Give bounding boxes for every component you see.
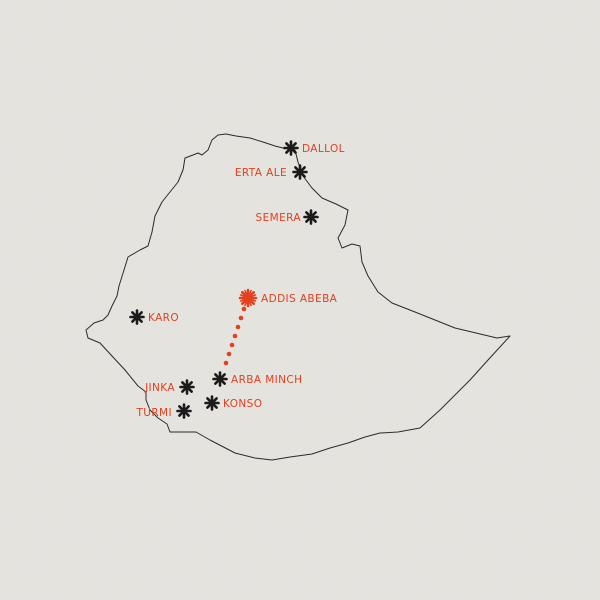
route-dot (238, 315, 244, 321)
city-label-erta-ale: ERTA ALE (235, 167, 287, 179)
asterisk-marker-icon (179, 379, 195, 395)
route-dot (223, 360, 229, 366)
city-konso[interactable]: KONSO (204, 395, 263, 411)
city-label-turmi: TURMI (135, 407, 172, 419)
asterisk-marker-icon (129, 309, 145, 325)
asterisk-marker-icon (212, 371, 228, 387)
city-label-addis-abeba: ADDIS ABEBA (261, 293, 338, 305)
city-semera[interactable]: SEMERA (256, 209, 319, 225)
route-dot (229, 342, 235, 348)
asterisk-marker-icon (303, 209, 319, 225)
asterisk-marker-icon (176, 403, 192, 419)
route-dot (235, 324, 241, 330)
asterisk-marker-icon (292, 164, 308, 180)
asterisk-marker-icon (204, 395, 220, 411)
route-dot (232, 333, 238, 339)
city-label-dallol: DALLOL (302, 143, 345, 155)
route-dot (226, 351, 232, 357)
starburst-marker-icon (238, 288, 258, 308)
city-dallol[interactable]: DALLOL (283, 140, 345, 156)
city-label-jinka: JINKA (144, 382, 175, 394)
city-label-semera: SEMERA (256, 212, 302, 224)
city-addis-abeba[interactable]: ADDIS ABEBA (238, 288, 338, 308)
city-label-karo: KARO (148, 312, 179, 324)
city-turmi[interactable]: TURMI (135, 403, 192, 420)
route-dot (241, 306, 247, 312)
city-label-konso: KONSO (223, 398, 262, 410)
city-arba-minch[interactable]: ARBA MINCH (212, 371, 303, 387)
city-label-arba-minch: ARBA MINCH (231, 374, 302, 386)
route-addis-to-arba-minch (223, 306, 247, 366)
city-erta-ale[interactable]: ERTA ALE (235, 164, 308, 180)
city-karo[interactable]: KARO (129, 309, 180, 325)
city-jinka[interactable]: JINKA (144, 379, 195, 395)
asterisk-marker-icon (283, 140, 299, 156)
